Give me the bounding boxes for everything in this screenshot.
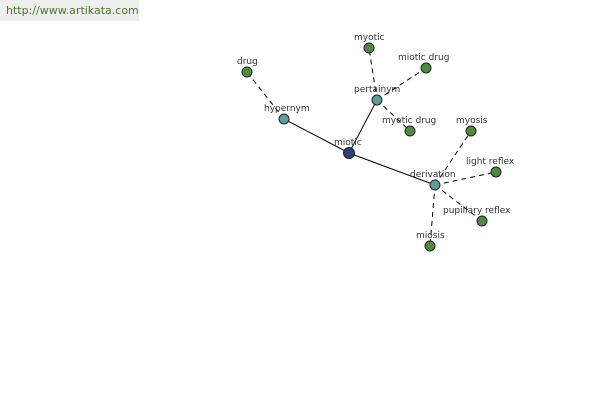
node-label-myotic[interactable]: myotic xyxy=(354,33,385,43)
node-label-derivation[interactable]: derivation xyxy=(410,170,456,180)
node-myotic-drug[interactable] xyxy=(404,125,416,137)
node-label-hypernym[interactable]: hypernym xyxy=(264,104,310,114)
edge-miotic-derivation xyxy=(348,152,436,186)
node-myotic[interactable] xyxy=(363,42,375,54)
node-label-light-reflex[interactable]: light reflex xyxy=(466,157,515,167)
node-myosis[interactable] xyxy=(465,125,477,137)
edge-derivation-myosis xyxy=(434,130,472,186)
node-derivation[interactable] xyxy=(429,179,441,191)
graph-labels: miotic hypernym pertainym derivation drug myo… xyxy=(237,33,515,241)
edge-derivation-light-reflex xyxy=(434,171,497,186)
node-label-myotic-drug[interactable]: myotic drug xyxy=(382,116,436,126)
node-label-drug[interactable]: drug xyxy=(237,57,258,67)
node-label-miotic[interactable]: miotic xyxy=(334,138,362,148)
node-pertainym[interactable] xyxy=(371,94,383,106)
edge-pertainym-myotic-drug xyxy=(376,99,411,132)
node-label-miotic-drug-1[interactable]: miotic drug xyxy=(398,53,449,63)
node-miotic[interactable] xyxy=(343,147,355,159)
node-label-pupillary-reflex[interactable]: pupillary reflex xyxy=(443,206,511,216)
graph-edges xyxy=(246,47,497,247)
node-label-pertainym[interactable]: pertainym xyxy=(354,85,400,95)
edge-hypernym-drug xyxy=(246,71,285,120)
node-drug[interactable] xyxy=(241,66,253,78)
edge-miotic-hypernym xyxy=(283,118,350,154)
node-miosis[interactable] xyxy=(424,240,436,252)
node-pupillary-reflex[interactable] xyxy=(476,215,488,227)
edge-pertainym-miotic-drug-1 xyxy=(376,67,427,101)
edge-miotic-pertainym xyxy=(348,99,378,154)
site-url-watermark[interactable]: http://www.artikata.com xyxy=(0,0,139,21)
node-light-reflex[interactable] xyxy=(490,166,502,178)
node-miotic-drug-1[interactable] xyxy=(420,62,432,74)
node-hypernym[interactable] xyxy=(278,113,290,125)
node-label-myosis[interactable]: myosis xyxy=(456,116,488,126)
edge-derivation-miosis xyxy=(429,184,436,247)
edge-derivation-pupillary-reflex xyxy=(434,184,483,222)
graph-nodes xyxy=(241,42,502,252)
node-label-miosis[interactable]: miosis xyxy=(416,231,445,241)
